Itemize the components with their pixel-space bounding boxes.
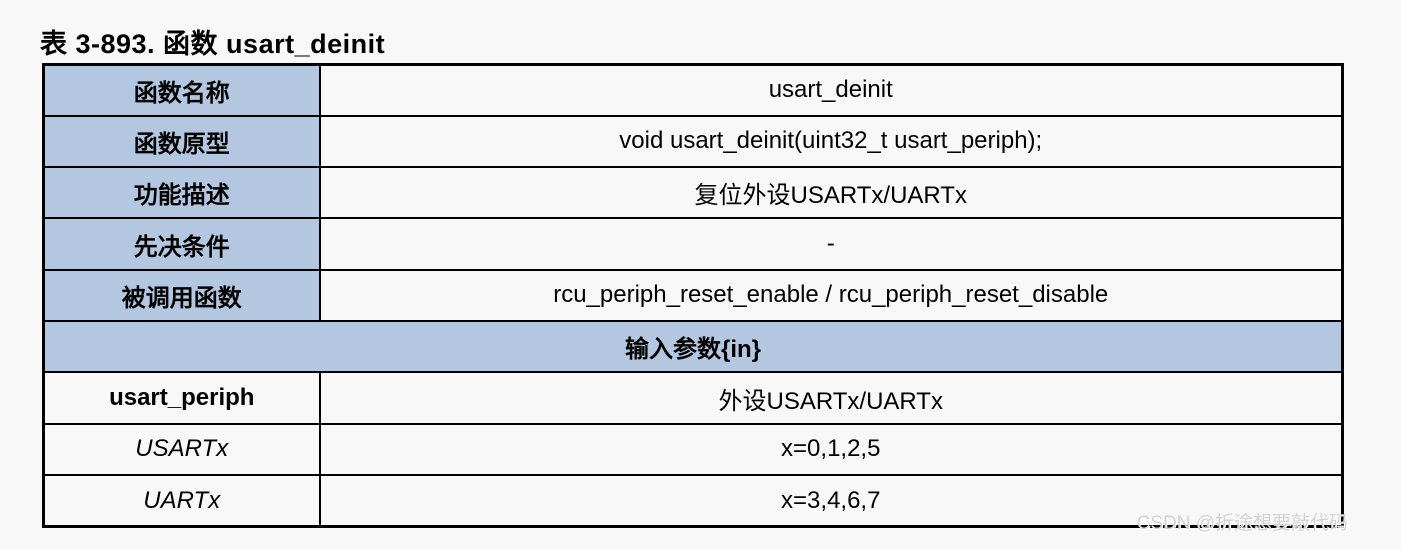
row-value-function-description: 复位外设USARTx/UARTx [318, 166, 1344, 220]
table-row-input-params-section: 输入参数{in} [42, 320, 1344, 374]
row-label-function-prototype: 函数原型 [42, 114, 321, 169]
row-label-param-uartx: UARTx [42, 474, 321, 528]
section-header-input-params: 输入参数{in} [42, 320, 1344, 374]
table-caption: 表 3-893. 函数 usart_deinit [40, 29, 386, 59]
row-label-function-description: 功能描述 [42, 166, 321, 220]
table-row-called-functions: 被调用函数 rcu_periph_reset_enable / rcu_peri… [42, 268, 1344, 323]
function-spec-table: 函数名称 usart_deinit 函数原型 void usart_deinit… [42, 63, 1344, 528]
row-value-function-name: usart_deinit [318, 63, 1344, 117]
table-row-function-name: 函数名称 usart_deinit [42, 63, 1344, 117]
row-label-function-name: 函数名称 [42, 63, 321, 117]
table-row-precondition: 先决条件 - [42, 217, 1344, 271]
table-row-param-usartx: USARTx x=0,1,2,5 [42, 422, 1344, 477]
table-row-param-usart-periph: usart_periph 外设USARTx/UARTx [42, 371, 1344, 425]
row-label-param-usart-periph: usart_periph [42, 371, 321, 425]
row-label-param-usartx: USARTx [42, 422, 321, 477]
row-value-called-functions: rcu_periph_reset_enable / rcu_periph_res… [318, 268, 1344, 323]
row-value-function-prototype: void usart_deinit(uint32_t usart_periph)… [318, 114, 1344, 169]
table-row-param-uartx: UARTx x=3,4,6,7 [42, 474, 1344, 528]
row-label-precondition: 先决条件 [42, 217, 321, 271]
row-value-param-usartx: x=0,1,2,5 [318, 422, 1344, 477]
table-row-function-description: 功能描述 复位外设USARTx/UARTx [42, 166, 1344, 220]
row-value-param-usart-periph: 外设USARTx/UARTx [318, 371, 1344, 425]
row-value-precondition: - [318, 217, 1344, 271]
table-row-function-prototype: 函数原型 void usart_deinit(uint32_t usart_pe… [42, 114, 1344, 169]
row-label-called-functions: 被调用函数 [42, 268, 321, 323]
row-value-param-uartx: x=3,4,6,7 [318, 474, 1344, 528]
